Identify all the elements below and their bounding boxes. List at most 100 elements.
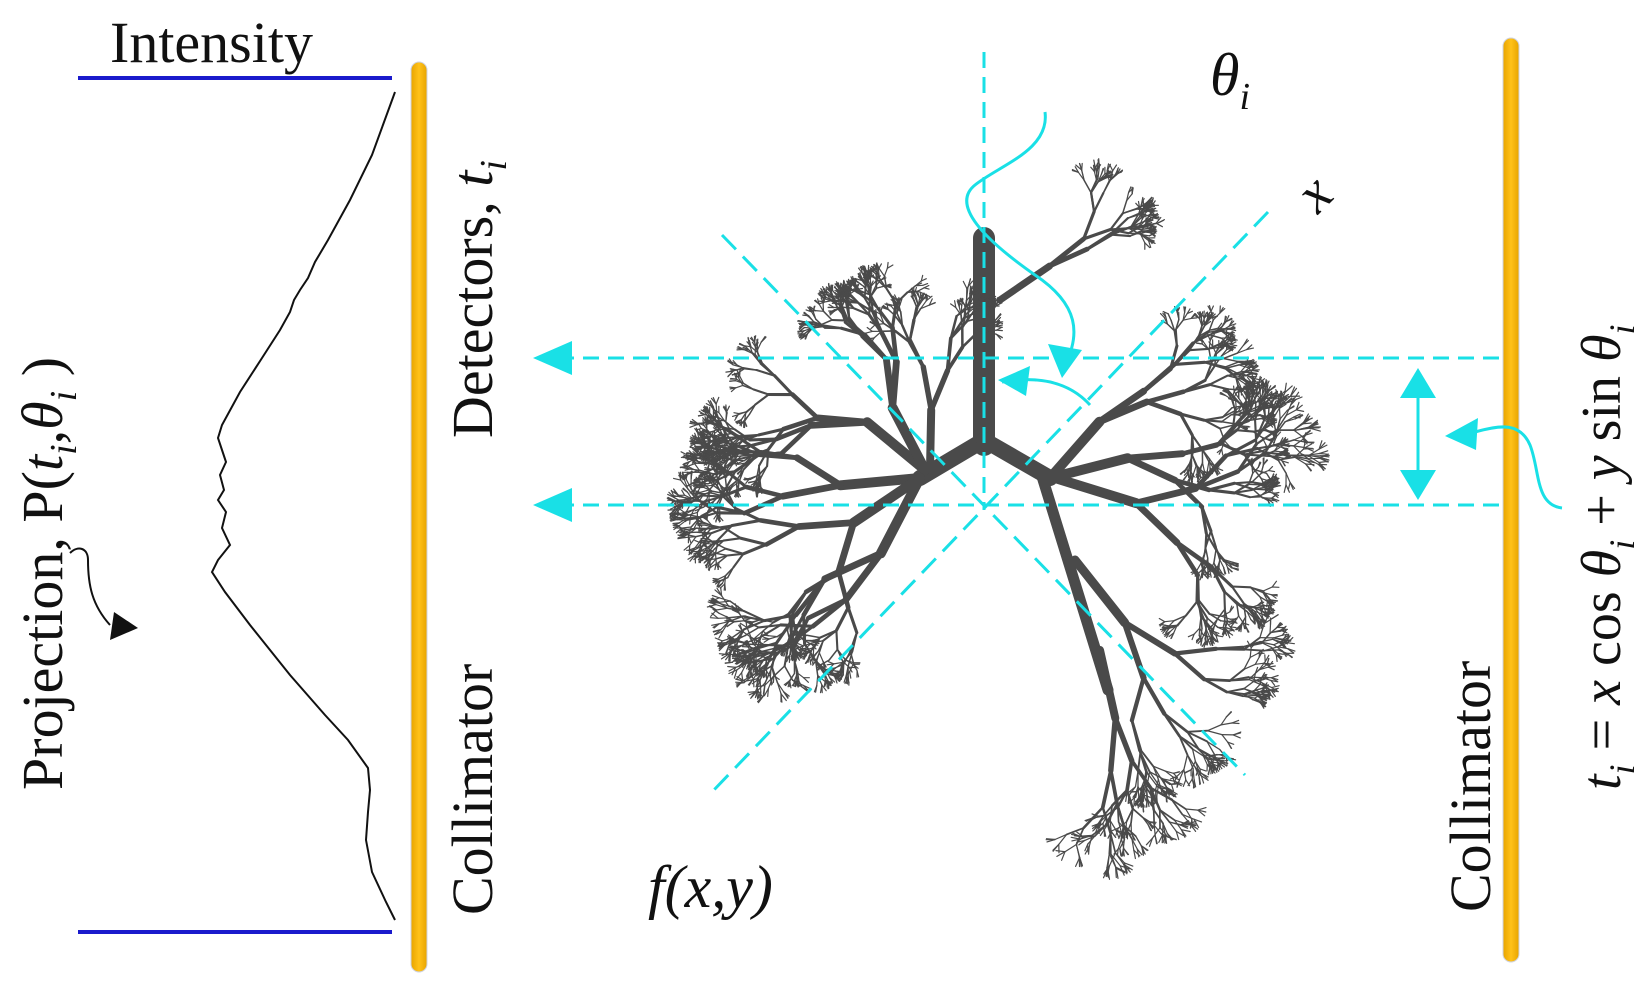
bronchus-branch bbox=[783, 485, 840, 496]
bronchus-branch bbox=[736, 682, 744, 683]
bronchus-branch bbox=[1193, 769, 1194, 780]
bronchus-branch bbox=[757, 340, 758, 345]
bronchus-branch bbox=[1310, 428, 1320, 431]
bronchus-branch bbox=[924, 288, 929, 289]
bronchus-branch bbox=[709, 565, 710, 570]
bronchus-branch bbox=[1169, 625, 1177, 626]
bronchus-branch bbox=[809, 310, 815, 311]
bronchus-branch bbox=[1200, 312, 1201, 318]
bronchus-branch bbox=[1289, 483, 1291, 489]
bronchus-branch bbox=[766, 527, 799, 545]
bronchus-branch bbox=[836, 631, 837, 650]
bronchus-branch bbox=[1174, 362, 1204, 364]
bronchus-branch bbox=[1244, 681, 1254, 688]
bronchus-branch bbox=[697, 479, 705, 480]
bronchus-branch bbox=[1234, 386, 1235, 391]
bronchus-branch bbox=[1197, 563, 1201, 570]
bronchus-branch bbox=[1232, 723, 1239, 724]
bronchus-branch bbox=[1209, 376, 1227, 385]
bronchus-branch bbox=[884, 268, 887, 276]
bronchus-branch bbox=[1143, 803, 1144, 812]
bronchus-branch bbox=[1308, 458, 1321, 459]
bronchus-branch bbox=[963, 281, 967, 288]
bronchus-branch bbox=[804, 678, 809, 683]
bronchus-branch bbox=[1239, 362, 1249, 363]
bronchus-branch bbox=[879, 269, 884, 276]
bronchus-branch bbox=[1208, 639, 1211, 645]
bronchus-branch bbox=[755, 395, 768, 405]
bronchus-branch bbox=[748, 661, 759, 662]
bronchus-branch bbox=[1120, 849, 1122, 856]
bronchus-branch bbox=[1144, 678, 1165, 714]
arrowhead-icon bbox=[110, 612, 138, 640]
bronchus-branch bbox=[725, 528, 741, 538]
bronchus-branch bbox=[1209, 490, 1234, 493]
bronchus-branch bbox=[1272, 615, 1278, 619]
bronchus-branch bbox=[819, 653, 823, 662]
bronchus-branch bbox=[725, 584, 726, 590]
bronchus-branch bbox=[1268, 667, 1274, 670]
bronchus-branch bbox=[812, 644, 818, 645]
bronchus-branch bbox=[706, 459, 719, 460]
bronchus-branch bbox=[1294, 417, 1301, 418]
bronchus-branch bbox=[1269, 471, 1275, 472]
bronchus-branch bbox=[1210, 306, 1212, 312]
bronchus-branch bbox=[1272, 686, 1279, 688]
bronchus-branch bbox=[703, 441, 715, 442]
bronchus-branch bbox=[931, 371, 947, 410]
bronchus-branch bbox=[910, 342, 924, 367]
bronchus-branch bbox=[692, 453, 693, 461]
bronchus-branch bbox=[775, 376, 793, 395]
bronchus-branch bbox=[727, 554, 743, 556]
bronchus-branch bbox=[848, 677, 849, 685]
bronchus-branch bbox=[930, 410, 931, 470]
bronchus-branch bbox=[719, 613, 729, 618]
bronchus-branch bbox=[814, 324, 821, 325]
bronchus-branch bbox=[804, 615, 805, 644]
bronchus-branch bbox=[1221, 322, 1226, 329]
bronchus-branch bbox=[733, 554, 743, 568]
bronchus-branch bbox=[1278, 654, 1284, 655]
bronchus-branch bbox=[753, 389, 768, 394]
bronchus-branch bbox=[832, 320, 848, 321]
bronchus-branch bbox=[840, 283, 841, 288]
bronchus-branch bbox=[1250, 653, 1258, 657]
bronchus-branch bbox=[1147, 402, 1181, 414]
bronchus-branch bbox=[1241, 626, 1242, 632]
bronchus-branch bbox=[730, 381, 736, 382]
bronchus-branch bbox=[1184, 755, 1188, 770]
bronchus-branch bbox=[1255, 420, 1256, 444]
bronchus-branch bbox=[829, 284, 830, 290]
bronchus-branch bbox=[711, 541, 724, 542]
bronchus-branch bbox=[1260, 679, 1261, 685]
bronchus-branch bbox=[807, 635, 820, 637]
bronchus-branch bbox=[1111, 771, 1117, 804]
bronchus-branch bbox=[1227, 758, 1228, 766]
bronchus-branch bbox=[1136, 488, 1196, 503]
bronchus-branch bbox=[1226, 712, 1231, 717]
bronchus-branch bbox=[1224, 592, 1225, 610]
bronchus-branch bbox=[793, 395, 818, 418]
bronchus-branch bbox=[848, 608, 857, 633]
bronchus-branch bbox=[1200, 472, 1201, 478]
bronchus-branch bbox=[1255, 663, 1263, 664]
projection-pointer-line bbox=[70, 549, 110, 625]
bronchus-branch bbox=[1200, 769, 1206, 771]
bronchus-branch bbox=[684, 545, 690, 550]
bronchus-branch bbox=[866, 331, 873, 333]
bronchus-branch bbox=[1296, 410, 1303, 412]
bronchus-branch bbox=[1260, 391, 1261, 404]
bronchus-branch bbox=[1255, 694, 1264, 695]
bronchus-branch bbox=[696, 463, 710, 464]
bronchus-branch bbox=[698, 415, 704, 416]
bronchus-branch bbox=[1182, 444, 1221, 454]
bronchus-branch bbox=[1184, 770, 1186, 780]
bronchus-branch bbox=[1269, 467, 1273, 471]
bronchus-branch bbox=[1204, 420, 1221, 422]
bronchus-branch bbox=[1208, 725, 1222, 731]
bronchus-branch bbox=[1303, 423, 1311, 424]
bronchus-branch bbox=[899, 299, 900, 305]
bronchus-branch bbox=[1203, 463, 1205, 471]
bronchus-branch bbox=[1260, 383, 1262, 392]
